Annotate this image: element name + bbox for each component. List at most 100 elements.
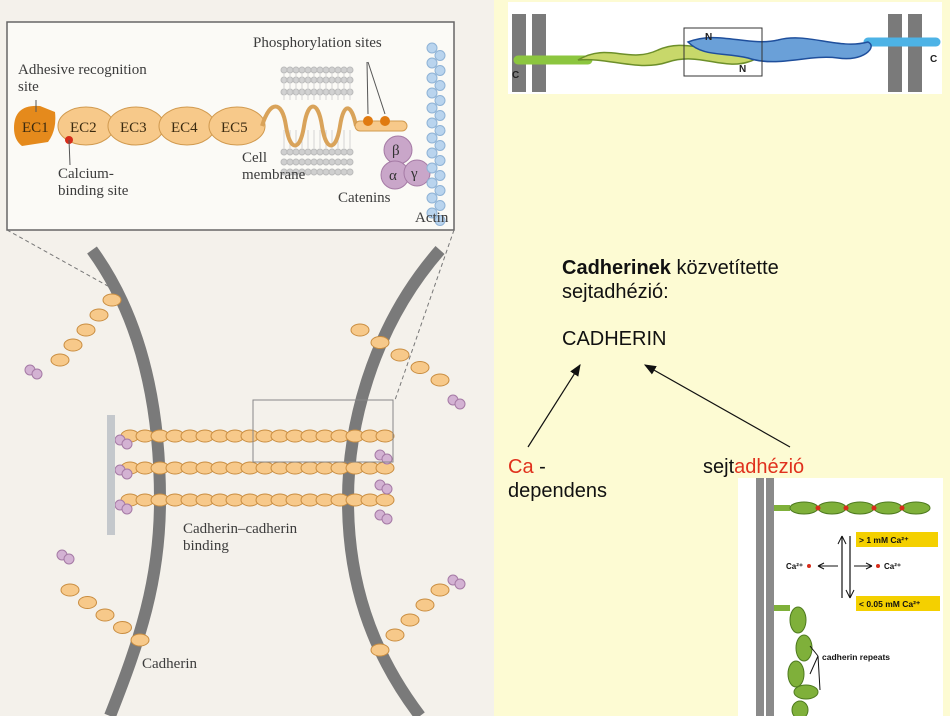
label-cadherin: Cadherin [142, 656, 197, 672]
ca-dependens: Ca - dependens [508, 455, 607, 503]
actin-bead [434, 50, 446, 61]
ec4-label: EC4 [171, 120, 198, 136]
right-cell-membrane [341, 246, 445, 716]
lipid-head [280, 66, 288, 74]
sejt-black: sejt [703, 456, 735, 478]
ec2-label: EC2 [70, 120, 97, 136]
actin-bead [426, 57, 438, 69]
label-catenins: Catenins [338, 190, 391, 206]
lipid-head [322, 158, 330, 166]
ca-rest: - dependens [508, 456, 607, 502]
lipid-head [322, 168, 330, 176]
ec1-domain [14, 105, 56, 146]
inset-membrane [280, 66, 354, 176]
actin-bead [434, 200, 446, 211]
cadherin-repeats-label: cadherin repeats [822, 652, 890, 662]
actin-bead [426, 192, 438, 204]
actin-bead [434, 155, 446, 166]
ec3-label: EC3 [120, 120, 147, 136]
heading: Cadherinek közvetítette sejtadhézió: [562, 256, 779, 304]
lipid-head [346, 148, 354, 156]
actin-bead [434, 110, 446, 121]
lipid-head [322, 66, 330, 74]
lipid-head [310, 148, 318, 156]
lipid-head [316, 148, 324, 156]
actin-bead [426, 102, 438, 114]
actin-bundle [107, 415, 115, 535]
lipid-head [310, 158, 318, 166]
lipid-head [316, 66, 324, 74]
catenin-cluster [121, 468, 133, 480]
cadherin-bead [415, 598, 435, 612]
lipid-head [334, 66, 342, 74]
lipid-head [316, 168, 324, 176]
catenin-cluster [454, 578, 466, 590]
lipid-head [304, 66, 312, 74]
rigid-cadherin [789, 501, 931, 515]
lipid-head [340, 66, 348, 74]
actin-bead [434, 140, 446, 151]
actin-bead [426, 117, 438, 129]
transmembrane-helix [260, 104, 358, 148]
actin-bead [426, 42, 438, 54]
beta-symbol: β [392, 143, 400, 159]
phosphorylation-site-2 [380, 116, 390, 126]
lipid-head [304, 168, 312, 176]
calcium-pointer [68, 139, 71, 166]
label-calcium-binding-site: Calcium- binding site [58, 166, 129, 199]
blue-protein-ribbon [686, 36, 872, 63]
actin-bead [434, 185, 446, 196]
actin-bead [426, 177, 438, 189]
lipid-head [328, 168, 336, 176]
low-ca-label: < 0.05 mM Ca²⁺ [859, 599, 921, 609]
cadherin-bead [430, 583, 450, 597]
structure-diagram: C N N C [512, 14, 941, 92]
lipid-head [322, 148, 330, 156]
actin-bead [434, 125, 446, 136]
catenin-cluster [63, 553, 75, 565]
cadherin-crystal-structure: C N N C [508, 2, 942, 94]
cadherin-bead [102, 293, 122, 307]
cadherin-bead [375, 493, 395, 507]
cadherin-title: CADHERIN [562, 328, 667, 350]
lipid-head [334, 168, 342, 176]
lipid-head [346, 168, 354, 176]
lipid-head [334, 158, 342, 166]
lipid-head [286, 66, 294, 74]
floppy-cadherin [787, 606, 819, 716]
cadherin-bead [113, 621, 132, 634]
catenin-cluster [454, 398, 466, 410]
zoom-line-right [394, 229, 455, 401]
lipid-head [292, 66, 300, 74]
lipid-head [310, 66, 318, 74]
cadherin-illustration: β α γ EC1 EC2 EC3 EC4 EC5 [6, 21, 466, 716]
heading-rest: közvetítette sejtadhézió: [562, 257, 779, 303]
actin-bead [426, 162, 438, 174]
lipid-head [328, 66, 336, 74]
actin-bead [434, 170, 446, 181]
lipid-head [316, 158, 324, 166]
lipid-head [304, 158, 312, 166]
cadherin-bead [390, 348, 410, 362]
lipid-head [340, 158, 348, 166]
catenin-cluster [381, 513, 393, 525]
actin-bead [426, 87, 438, 99]
catenin-cluster [121, 503, 133, 515]
lipid-head [334, 148, 342, 156]
lipid-head [328, 148, 336, 156]
cadherin-bead [350, 323, 370, 337]
cadherin-bead [50, 353, 70, 367]
arrows [527, 363, 791, 448]
interface-box [683, 27, 763, 77]
ec5-label: EC5 [221, 120, 248, 136]
arrow-from-sejtadhezio [643, 364, 791, 448]
cadherin-structure-figure: β α γ EC1 EC2 EC3 EC4 EC5 Adhesive recog… [0, 0, 494, 716]
phosphorylation-site-1 [363, 116, 373, 126]
actin-bead [426, 207, 438, 219]
ca-red: Ca [508, 456, 534, 478]
n-terminus-top: N [705, 32, 712, 43]
actin-bead [426, 72, 438, 84]
sejtadhezio: sejtadhézió [703, 455, 804, 479]
actin-bead [426, 132, 438, 144]
cadherin-bead [78, 596, 97, 609]
